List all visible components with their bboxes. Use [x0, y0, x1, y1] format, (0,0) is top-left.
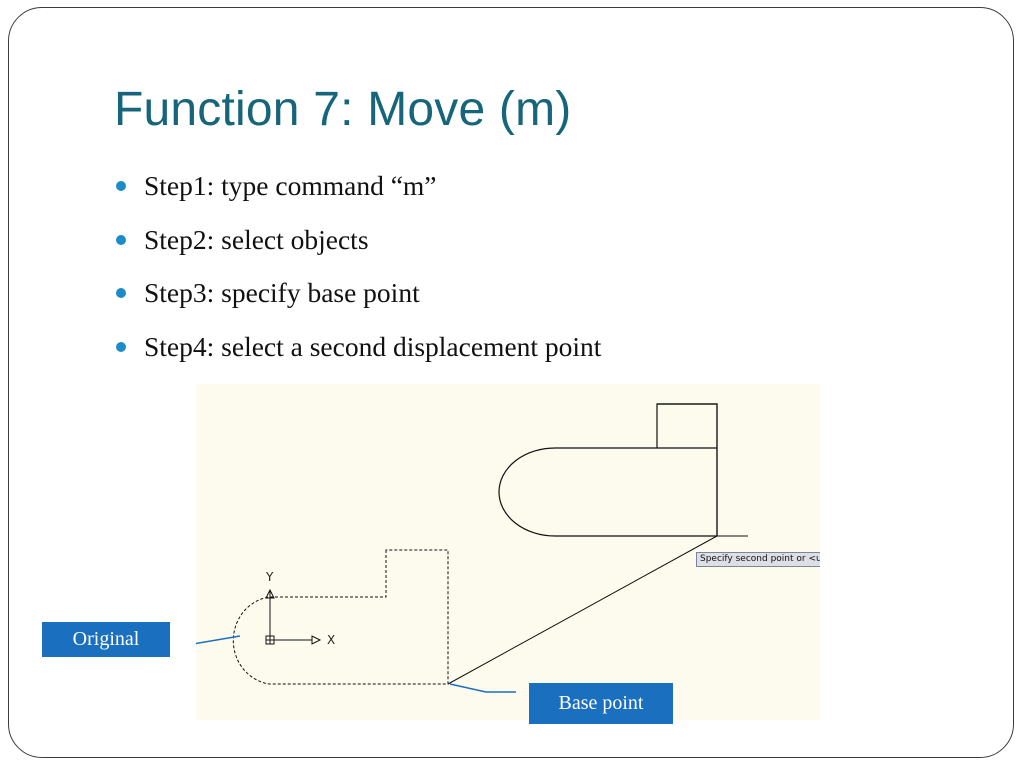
bullet-dot-icon — [116, 181, 126, 191]
bullet-text: Step4: select a second displacement poin… — [144, 330, 602, 362]
original-callout: Original — [42, 622, 170, 657]
cad-drawing — [196, 403, 748, 693]
command-tooltip: Specify second point or <use first point… — [696, 552, 820, 567]
bullet-text: Step2: select objects — [144, 223, 369, 255]
bullet-text: Step3: specify base point — [144, 277, 420, 308]
base-point-leader — [449, 683, 487, 693]
bullet-dot-icon — [116, 341, 126, 352]
x-axis-label: X — [327, 633, 336, 647]
original-shape — [232, 549, 449, 685]
y-axis-label: Y — [266, 570, 274, 584]
bullet-step1: Step1: type command “m” — [116, 170, 601, 224]
moved-shape — [498, 403, 718, 537]
bullet-step2: Step2: select objects — [116, 224, 601, 278]
displacement-line — [447, 535, 718, 685]
base-point-callout: Base point — [529, 683, 673, 724]
bullet-step3: Step3: specify base point — [116, 277, 601, 331]
bullet-dot-icon — [116, 234, 126, 245]
bullet-text: Step1: type command “m” — [144, 170, 437, 201]
cad-drawing-area[interactable]: Y X Specify second point or <use first p… — [196, 384, 820, 720]
original-leader — [196, 635, 241, 645]
bullet-list: Step1: type command “m” Step2: select ob… — [116, 170, 601, 384]
bullet-dot-icon — [116, 288, 126, 298]
moved-shape-outline — [657, 403, 718, 536]
ucs-icon — [265, 588, 322, 645]
bullet-step4: Step4: select a second displacement poin… — [116, 331, 601, 385]
slide-title: Function 7: Move (m) — [114, 83, 572, 136]
